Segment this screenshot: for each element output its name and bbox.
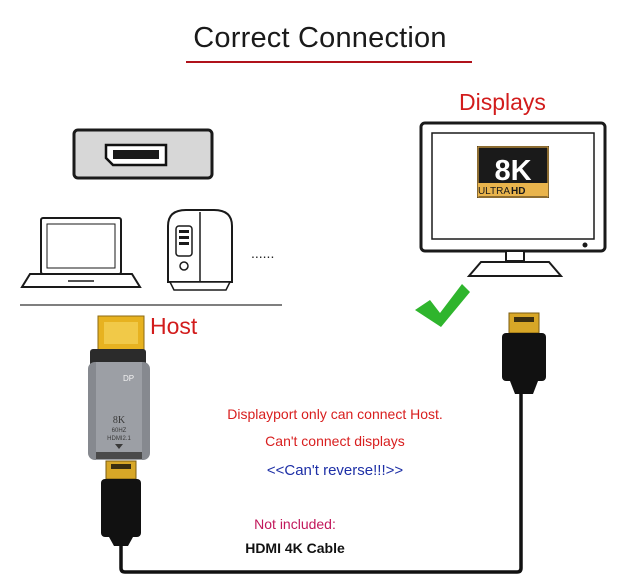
host-label: Host [150,313,198,339]
svg-text:HD: HD [511,186,525,197]
svg-text:HDMI2.1: HDMI2.1 [107,436,131,442]
note-no-display: Can't connect displays [265,433,405,449]
svg-text:8K: 8K [113,415,126,426]
8k-ultrahd-badge: 8K ULTRA HD [477,146,549,198]
laptop-icon [20,217,142,288]
page-title: Correct Connection [193,22,447,54]
hdmi-plug-right [502,312,546,394]
title-underline [186,61,472,63]
displays-label: Displays [459,89,546,115]
svg-text:ULTRA: ULTRA [478,186,510,197]
note-hdmi-cable: HDMI 4K Cable [245,540,345,556]
note-not-included: Not included: [254,516,336,532]
green-checkmark-icon [415,284,470,327]
note-cant-reverse: <<Can't reverse!!!>> [266,462,404,479]
displayport-socket-icon [72,128,214,180]
hdmi-cable [119,394,523,574]
svg-text:60HZ: 60HZ [112,428,127,434]
more-devices-dots: ...... [251,245,274,261]
note-host-only: Displayport only can connect Host. [227,406,443,422]
svg-text:DP: DP [123,374,134,383]
svg-text:8K: 8K [494,155,531,187]
dp-to-hdmi-adapter: DP 8K 60HZ HDMI2.1 [88,315,150,460]
desktop-tower-icon [167,209,233,291]
hdmi-plug-left [101,460,141,546]
monitor-icon [419,121,607,277]
